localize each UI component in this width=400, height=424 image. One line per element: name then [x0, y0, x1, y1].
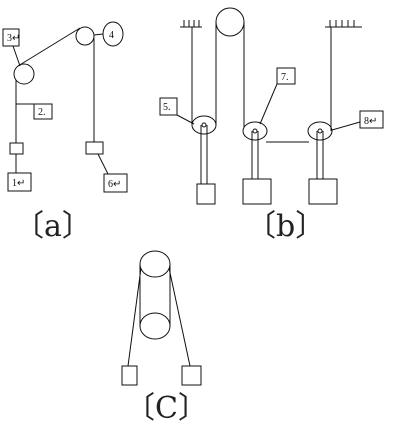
weight-a-right — [85, 141, 104, 155]
pulley-5 — [191, 115, 217, 135]
label-1: 1↵ — [12, 178, 25, 189]
label-2: 2. — [38, 107, 46, 118]
weight-a-left — [9, 142, 24, 155]
pulley-7 — [242, 121, 268, 141]
weight-c-right — [181, 365, 202, 386]
pulley-7-axle — [252, 128, 258, 134]
ceiling-b-left — [180, 20, 202, 28]
pulley-c-bottom — [139, 312, 171, 340]
caption-c: 〔C〕 — [125, 391, 208, 424]
pulley-5-axle — [201, 122, 207, 128]
caption-b: 〔b〕 — [246, 209, 325, 244]
label-4: 4 — [109, 30, 114, 41]
weight-b-left — [196, 183, 216, 205]
panel-a: 3↵ 4 2. 1↵ 6↵ 〔a〕 — [2, 21, 128, 244]
caption-a: 〔a〕 — [14, 209, 92, 244]
label-6: 6↵ — [108, 179, 121, 190]
label-box-7 — [276, 67, 296, 85]
weight-b-right — [308, 178, 338, 205]
pulley-c-top — [139, 250, 171, 278]
label-box-3 — [2, 28, 20, 47]
label-box-5 — [159, 97, 178, 116]
rope-c-right — [168, 267, 191, 367]
panel-b: 5. 7. 8↵ 〔b〕 — [159, 7, 384, 244]
label-box-1 — [7, 172, 32, 192]
pulley-8-axle — [317, 128, 323, 134]
panel-c: 〔C〕 — [121, 250, 208, 424]
pulley-3 — [13, 63, 35, 85]
pulley-8 — [307, 121, 333, 141]
leader-4 — [93, 33, 104, 36]
rope-c-left — [127, 267, 142, 367]
weight-c-left — [121, 365, 138, 386]
pulley-4 — [75, 26, 95, 46]
label-5: 5. — [163, 102, 171, 113]
label-box-2 — [33, 103, 53, 120]
weight-b-mid — [242, 178, 272, 205]
label-7: 7. — [281, 72, 289, 83]
leader-5 — [176, 114, 195, 125]
leader-7 — [259, 83, 278, 125]
pulley-b-large — [215, 7, 245, 37]
leader-3 — [12, 45, 21, 67]
label-3: 3↵ — [7, 33, 20, 44]
leader-6 — [97, 153, 109, 175]
ceiling-b-right — [325, 20, 362, 28]
label-box-6 — [103, 173, 128, 193]
rope-a-top — [17, 27, 81, 67]
leader-8 — [331, 121, 361, 131]
label-box-8 — [359, 110, 384, 129]
label-8: 8↵ — [364, 116, 377, 127]
